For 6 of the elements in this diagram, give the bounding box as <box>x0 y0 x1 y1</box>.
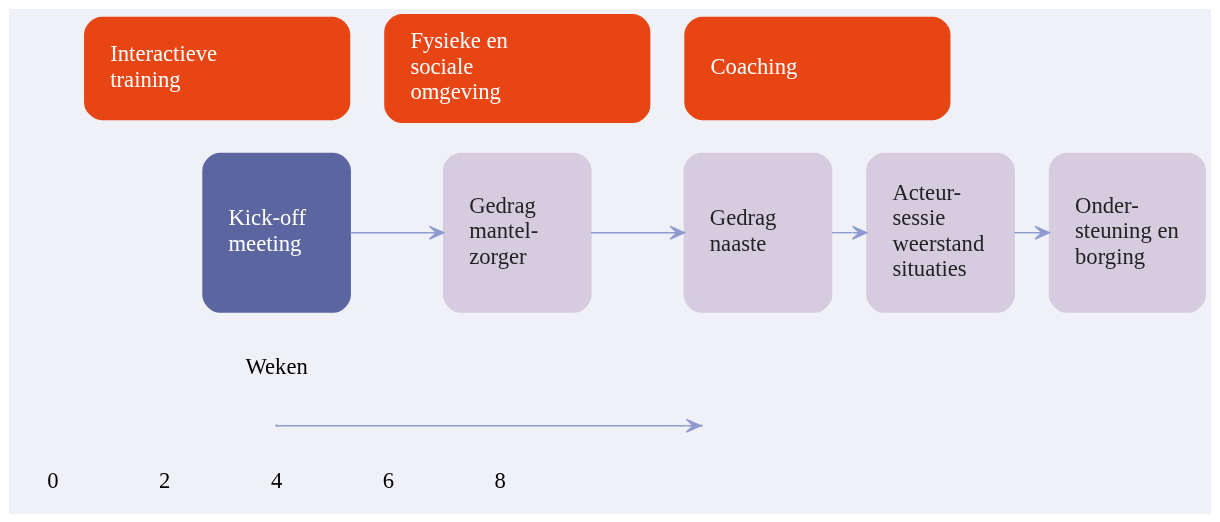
label: 0 <box>47 467 59 493</box>
label: 2 <box>159 467 171 493</box>
label: 8 <box>494 467 506 493</box>
label: 4 <box>270 467 283 493</box>
label: 6 <box>382 467 395 493</box>
label: Weken <box>245 353 308 379</box>
